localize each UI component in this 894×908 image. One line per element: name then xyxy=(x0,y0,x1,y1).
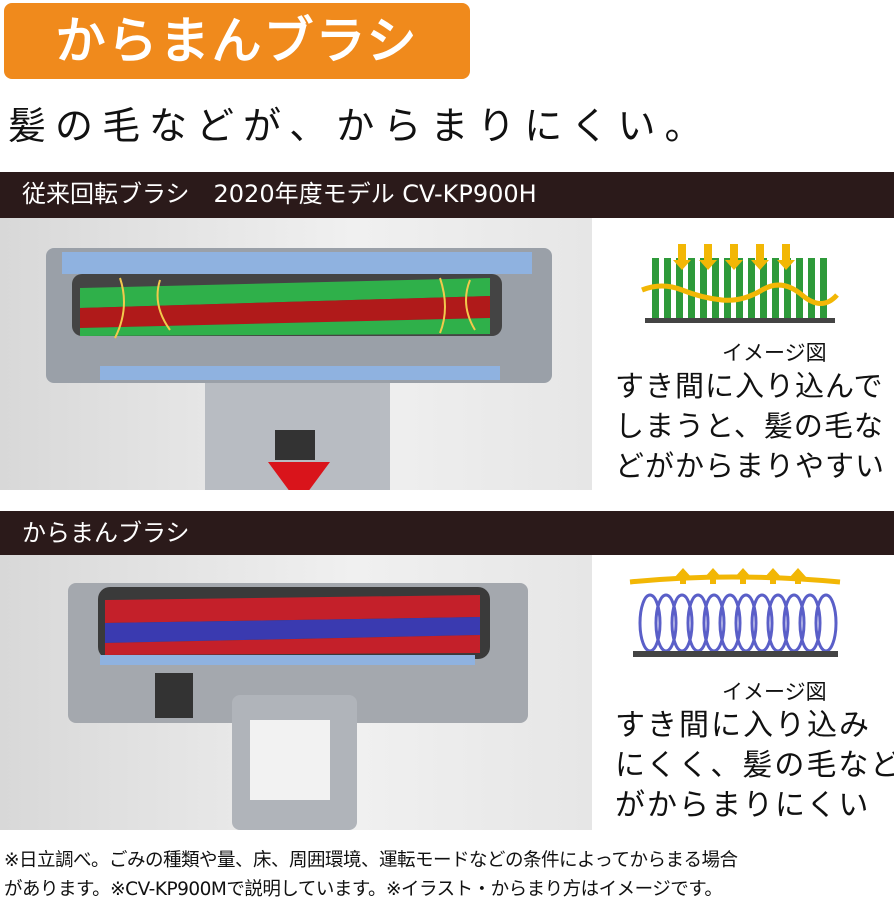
conventional-header: 従来回転ブラシ 2020年度モデル CV-KP900H xyxy=(0,172,894,218)
title-banner: からまんブラシ xyxy=(4,3,470,79)
karaman-description: すき間に入り込み にくく、髪の毛など がからまりにくい xyxy=(615,708,894,823)
conventional-brush-illustration xyxy=(46,248,552,504)
karaman-header: からまんブラシ xyxy=(0,511,894,555)
conventional-description: すき間に入り込んで しまうと、髪の毛な どがからまりやすい xyxy=(615,369,886,483)
down-arrow-icon xyxy=(268,462,330,504)
coil-bristle-diagram xyxy=(629,568,841,657)
conventional-brush-photo xyxy=(0,218,592,504)
karaman-brush-illustration xyxy=(68,583,528,830)
diagram-caption: イメージ図 xyxy=(722,680,827,704)
tangled-bristle-diagram xyxy=(641,244,839,323)
karaman-brush-photo xyxy=(0,555,592,830)
footnote: ※日立調べ。ごみの種類や量、床、周囲環境、運転モードなどの条件によってからまる場… xyxy=(4,850,738,900)
diagram-caption: イメージ図 xyxy=(722,341,827,365)
subtitle: 髪の毛などが、からまりにくい。 xyxy=(8,104,712,148)
